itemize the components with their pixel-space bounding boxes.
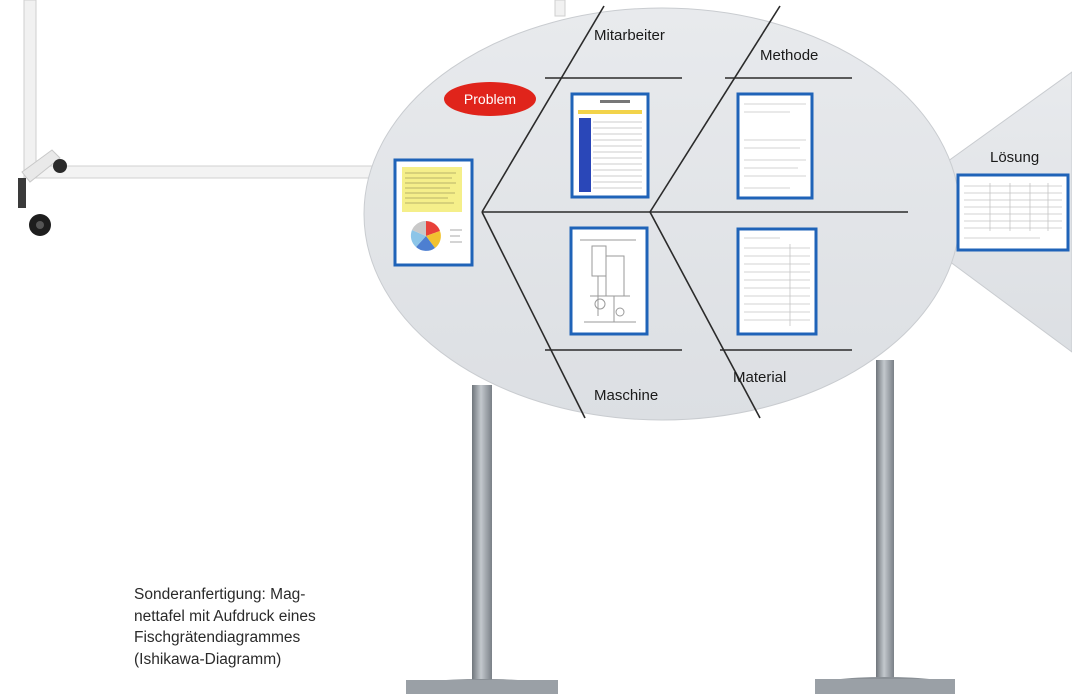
document-solution-table	[956, 173, 1070, 252]
board-stand-right	[815, 360, 955, 694]
document-table-sheet	[570, 92, 650, 199]
pie-chart-icon	[410, 220, 441, 251]
caption-line: Fischgrätendiagrammes	[134, 629, 301, 646]
board-stand-left	[406, 385, 558, 694]
problem-badge: Problem	[444, 82, 536, 116]
document-checklist-sheet	[736, 227, 818, 336]
document-form-sheet	[736, 92, 814, 200]
document-machine-drawing	[569, 226, 649, 336]
caption-line: nettafel mit Aufdruck eines	[134, 607, 316, 625]
photo-caption: Sonderanfertigung: Mag- nettafel mit Auf…	[134, 584, 344, 670]
document-pie-sheet	[393, 158, 474, 267]
caption-line: Sonderanfertigung: Mag-	[134, 586, 306, 603]
category-label-methode: Methode	[760, 47, 818, 64]
solution-label: Lösung	[990, 149, 1039, 166]
category-label-maschine: Maschine	[594, 387, 658, 404]
category-label-material: Material	[733, 369, 786, 386]
fishbone-lines	[481, 5, 908, 419]
background-stand	[18, 0, 566, 236]
category-label-mitarbeiter: Mitarbeiter	[594, 27, 665, 44]
problem-label: Problem	[464, 91, 516, 107]
caption-line: (Ishikawa-Diagramm)	[134, 650, 282, 668]
